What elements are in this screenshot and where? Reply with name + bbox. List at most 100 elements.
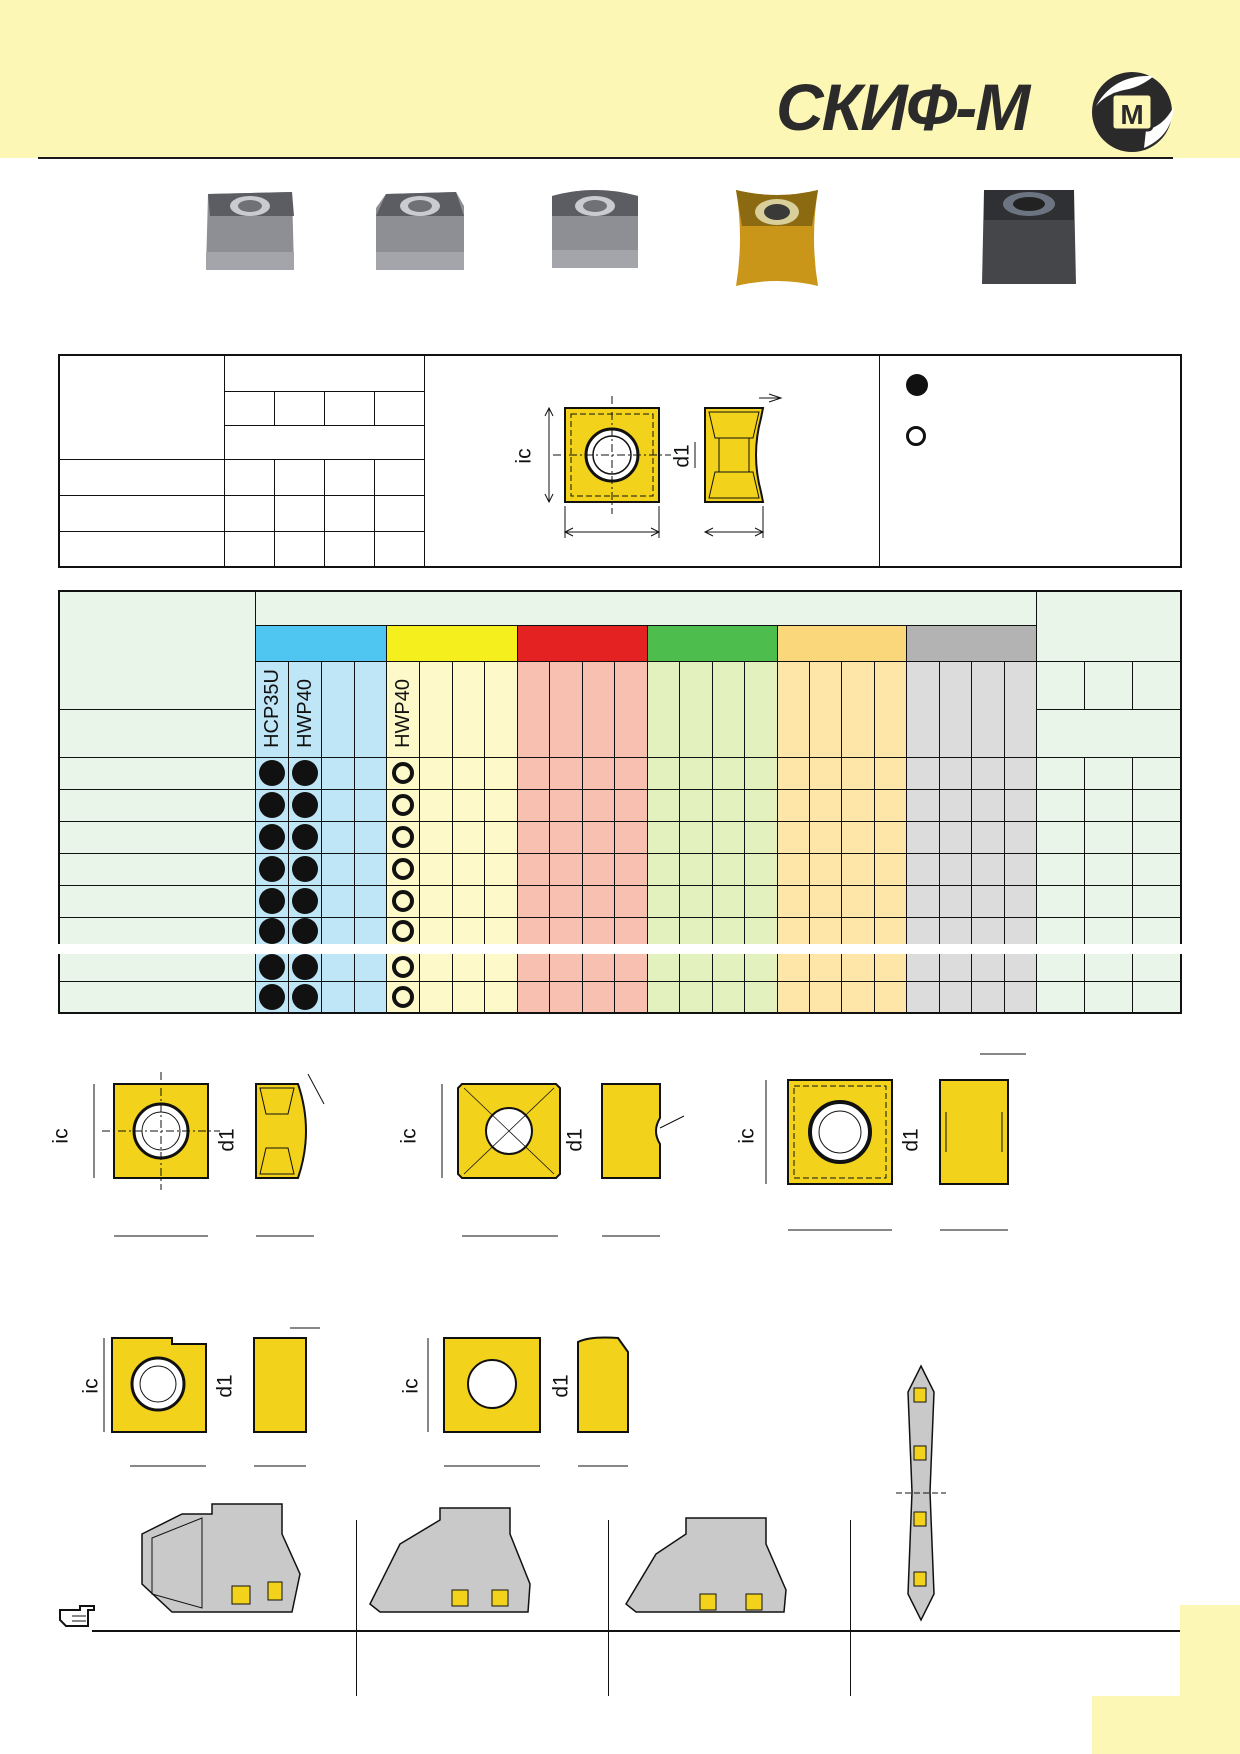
material-group-m (386, 624, 518, 662)
possible-grade-ring (392, 794, 415, 816)
recommended-grade-dot (292, 792, 319, 818)
designation-cell (58, 852, 257, 886)
recommended-grade-dot (292, 824, 319, 850)
designation-cell (58, 884, 257, 918)
ic-label-type-3: ic (735, 1128, 759, 1144)
grade-group-header (255, 590, 1038, 626)
recommended-grade-dot (292, 917, 319, 944)
dimension-cell (1084, 852, 1133, 886)
dimension-cell (1084, 884, 1133, 918)
legend-cell (879, 354, 1182, 568)
dimension-cell (1084, 820, 1133, 854)
table-row (58, 916, 1182, 950)
dimension-table: ic d1 (58, 354, 1182, 568)
grade-application-table: HCP35U HWP40 HWP40 (58, 590, 1182, 1014)
face-mill-drawing-1 (141, 1503, 301, 1613)
d1-label: d1 (670, 444, 694, 468)
grade-name-m-0: HWP40 (391, 678, 414, 748)
dimension-cell (1131, 820, 1182, 854)
side-mill-cutter-drawing (896, 1364, 946, 1622)
strip-divider-1 (356, 1520, 357, 1696)
dimension-cell (1131, 884, 1182, 918)
face-mill-drawing-3 (625, 1517, 787, 1613)
insert-photo-1 (206, 192, 294, 270)
dimension-cell (1131, 980, 1182, 1014)
dimension-cell (1131, 788, 1182, 822)
material-group-s (776, 624, 908, 662)
designation-header (58, 354, 225, 460)
d1-label-type-5: d1 (549, 1374, 573, 1398)
recommended-grade-dot (259, 888, 286, 914)
face-mill-drawing-2 (369, 1507, 531, 1613)
brand-logo-text: СКИФ-М (776, 70, 1030, 144)
insert-drawing-cell: ic d1 (424, 354, 880, 568)
designation-cell (58, 948, 257, 982)
possible-grade-ring (392, 985, 415, 1008)
legend-ring-symbol (906, 426, 926, 446)
insert-photo-2 (376, 192, 464, 270)
dimension-cell (1084, 948, 1133, 982)
dimension-cell (1036, 788, 1086, 822)
page-edge-tab-bottom (1092, 1696, 1240, 1754)
insert-dimension-drawing (544, 393, 783, 538)
dimension-column-header (1036, 590, 1182, 662)
strip-divider-3 (850, 1520, 851, 1696)
possible-grade-ring (392, 890, 415, 912)
dimension-cell (1036, 884, 1086, 918)
header-band (0, 0, 1240, 158)
designation-cell (58, 916, 257, 950)
designation-cell (58, 980, 257, 1014)
table-row (58, 948, 1182, 982)
dimension-cell (1036, 916, 1086, 950)
recommended-grade-dot (292, 888, 319, 914)
application-strip-rule (92, 1630, 1182, 1632)
recommended-grade-dot (259, 917, 286, 944)
insert-drawing-type-3 (765, 1053, 1026, 1231)
d1-label-type-1: d1 (215, 1128, 239, 1152)
grade-name-p-0: HCP35U (260, 668, 283, 748)
designation-cell (58, 788, 257, 822)
d1-label-type-2: d1 (563, 1128, 587, 1152)
pointing-hand-icon (59, 1605, 95, 1627)
dimension-cell (1036, 852, 1086, 886)
dimensions-header (224, 354, 425, 392)
recommended-grade-dot (292, 954, 319, 981)
designation-cell (58, 756, 257, 790)
table-row (58, 820, 1182, 854)
ic-label: ic (512, 448, 536, 464)
material-group-p (255, 624, 388, 662)
dimension-cell (1084, 756, 1133, 790)
brand-emblem-icon: М (1092, 72, 1174, 152)
recommended-grade-dot (259, 792, 286, 818)
dimension-cell (1084, 980, 1133, 1014)
dimension-cell (1131, 916, 1182, 950)
insert-drawing-type-4 (103, 1327, 320, 1467)
designation-column-header (58, 590, 257, 710)
possible-grade-ring (392, 919, 415, 942)
recommended-grade-dot (292, 856, 319, 882)
legend-full-symbol (906, 374, 928, 396)
insert-drawing-type-5 (427, 1336, 629, 1467)
dimension-cell (1036, 820, 1086, 854)
insert-drawing-type-1 (93, 1072, 325, 1237)
table-row (58, 980, 1182, 1014)
table-row (58, 852, 1182, 886)
insert-drawing-type-2 (441, 1083, 685, 1237)
possible-grade-ring (392, 826, 415, 848)
possible-grade-ring (392, 858, 415, 880)
d1-label-type-3: d1 (899, 1128, 923, 1152)
recommended-grade-dot (292, 983, 319, 1010)
material-group-n (646, 624, 778, 662)
emblem-letter: М (1120, 99, 1143, 130)
recommended-grade-dot (259, 954, 286, 981)
grade-name-p-1: HWP40 (293, 678, 316, 748)
table-row (58, 756, 1182, 790)
dimension-cell (1036, 980, 1086, 1014)
table-row (58, 788, 1182, 822)
dimension-cell (1131, 948, 1182, 982)
ic-label-type-1: ic (49, 1128, 73, 1144)
d1-label-type-4: d1 (213, 1374, 237, 1398)
recommended-grade-dot (259, 983, 286, 1010)
ic-label-type-5: ic (399, 1378, 423, 1394)
material-group-h (906, 624, 1038, 662)
